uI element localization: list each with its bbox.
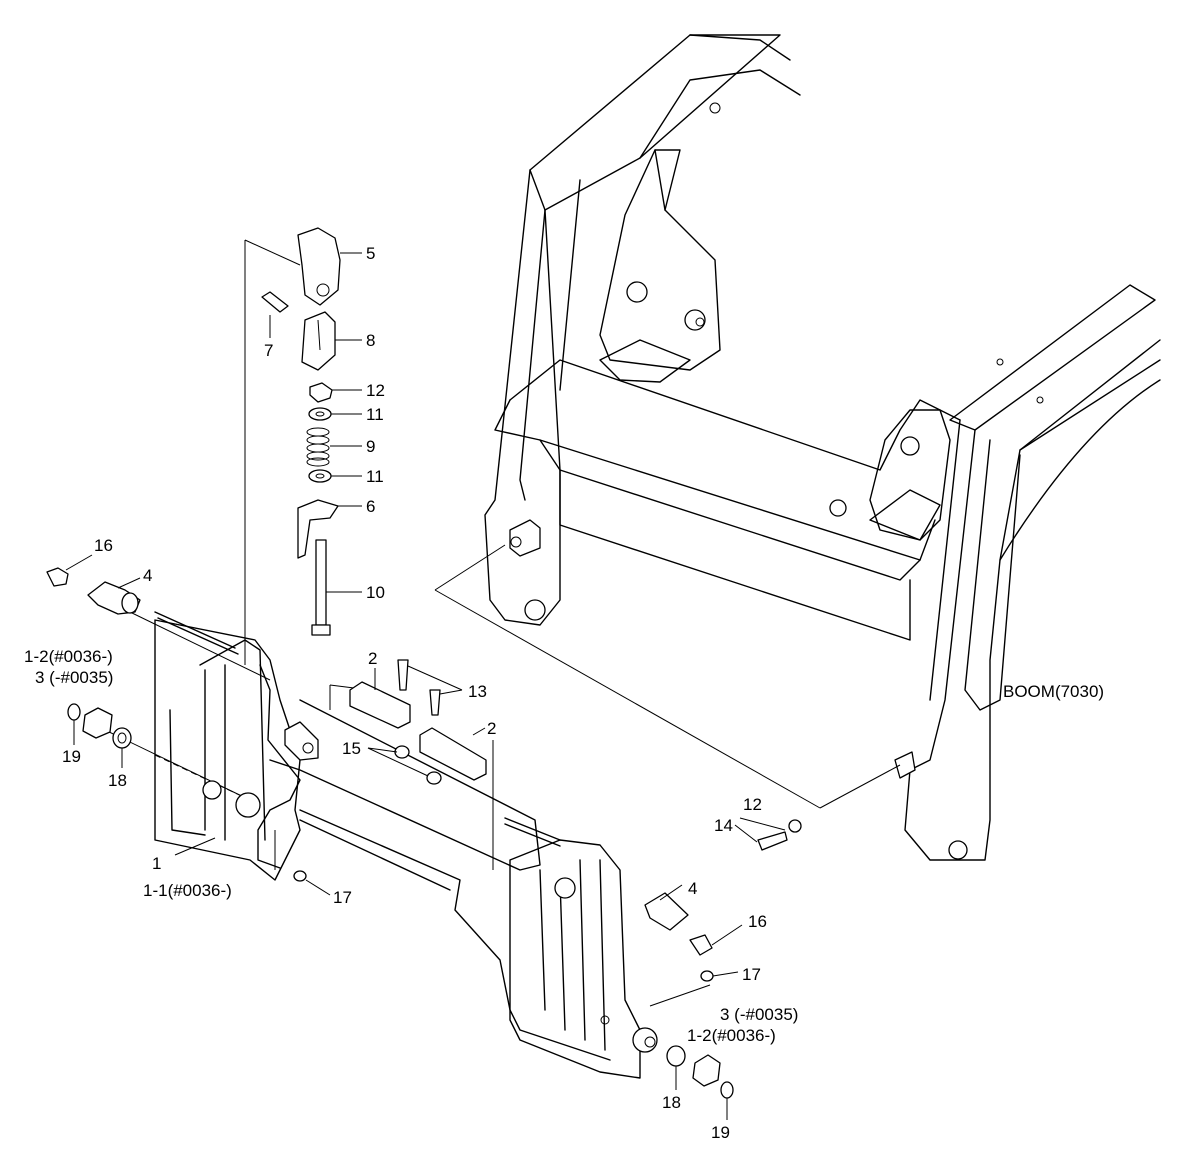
frame-assembly bbox=[154, 611, 658, 1079]
label-11-upper: 11 bbox=[366, 405, 384, 424]
spring bbox=[306, 427, 330, 467]
label-18-left: 18 bbox=[108, 771, 127, 790]
label-3-left: 3 (-#0035) bbox=[35, 668, 113, 687]
label-12-upper: 12 bbox=[366, 381, 385, 400]
reference-lines bbox=[104, 239, 901, 1007]
label-16-left: 16 bbox=[94, 536, 113, 555]
label-1: 1 bbox=[152, 854, 161, 873]
leader-lines bbox=[65, 252, 786, 1120]
label-1-1: 1-1(#0036-) bbox=[143, 881, 232, 900]
label-3-right: 3 (-#0035) bbox=[720, 1005, 798, 1024]
label-17-right: 17 bbox=[742, 965, 761, 984]
label-19-right: 19 bbox=[711, 1123, 730, 1142]
label-2-upper: 2 bbox=[368, 649, 377, 668]
label-2-lower: 2 bbox=[487, 719, 496, 738]
label-19-left: 19 bbox=[62, 747, 81, 766]
label-9: 9 bbox=[366, 437, 375, 456]
label-17-left: 17 bbox=[333, 888, 352, 907]
label-12-right: 12 bbox=[743, 795, 762, 814]
label-14: 14 bbox=[714, 816, 733, 835]
label-13: 13 bbox=[468, 682, 487, 701]
label-8: 8 bbox=[366, 331, 375, 350]
part-labels: 5 7 8 12 11 9 11 6 10 16 4 1-2(#0036-) 3… bbox=[24, 244, 1104, 1142]
label-16-right: 16 bbox=[748, 912, 767, 931]
label-10: 10 bbox=[366, 583, 385, 602]
label-11-lower: 11 bbox=[366, 467, 384, 486]
label-4-left: 4 bbox=[143, 566, 152, 585]
label-boom: BOOM(7030) bbox=[1003, 682, 1104, 701]
label-5: 5 bbox=[366, 244, 375, 263]
label-6: 6 bbox=[366, 497, 375, 516]
label-1-2-right: 1-2(#0036-) bbox=[687, 1026, 776, 1045]
label-4-right: 4 bbox=[688, 879, 697, 898]
label-15: 15 bbox=[342, 739, 361, 758]
boom-assembly bbox=[484, 34, 1161, 861]
label-7: 7 bbox=[264, 341, 273, 360]
label-1-2-left: 1-2(#0036-) bbox=[24, 647, 113, 666]
label-18-right: 18 bbox=[662, 1093, 681, 1112]
